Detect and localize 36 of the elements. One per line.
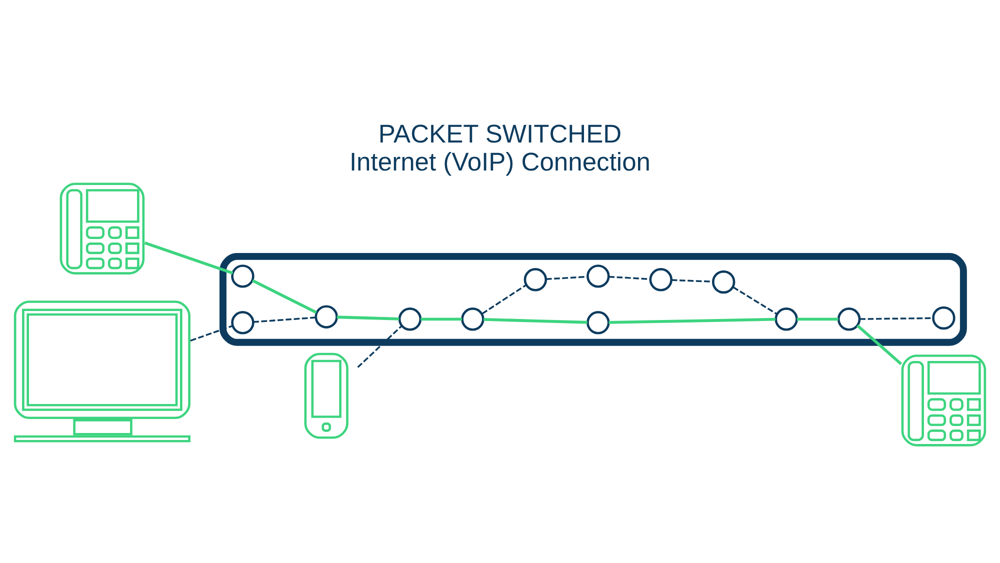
node-circle — [837, 307, 861, 330]
node-picture — [304, 352, 348, 438]
connector — [144, 240, 234, 274]
node-circle — [231, 310, 254, 334]
connector — [483, 318, 588, 324]
node-circle — [649, 268, 672, 291]
connector — [546, 275, 588, 280]
node-circle — [586, 310, 610, 334]
connector — [252, 278, 317, 314]
node-circle — [231, 264, 254, 288]
connector — [608, 275, 650, 280]
node-picture — [60, 182, 145, 274]
node-circle — [461, 307, 484, 330]
node-circle — [398, 307, 422, 330]
node-circle — [524, 268, 548, 291]
connector — [860, 316, 933, 320]
node-circle — [712, 270, 736, 294]
diagram-title: PACKET SWITCHED — [378, 120, 622, 148]
node-picture — [901, 354, 986, 446]
connector — [420, 317, 462, 320]
caption: Internet (VoIP) Connection — [349, 148, 651, 176]
node-circle — [586, 264, 610, 288]
node-circle — [932, 306, 956, 330]
connector — [856, 324, 902, 365]
connector — [336, 315, 400, 320]
connector — [671, 278, 713, 282]
connector — [357, 324, 402, 368]
connector — [482, 284, 527, 314]
connector — [608, 317, 776, 324]
node-circle — [314, 304, 338, 328]
connector — [253, 316, 316, 322]
connector — [796, 317, 838, 320]
node-circle — [774, 307, 798, 330]
connector — [190, 324, 233, 341]
connector — [732, 286, 778, 314]
cluster — [220, 252, 967, 346]
